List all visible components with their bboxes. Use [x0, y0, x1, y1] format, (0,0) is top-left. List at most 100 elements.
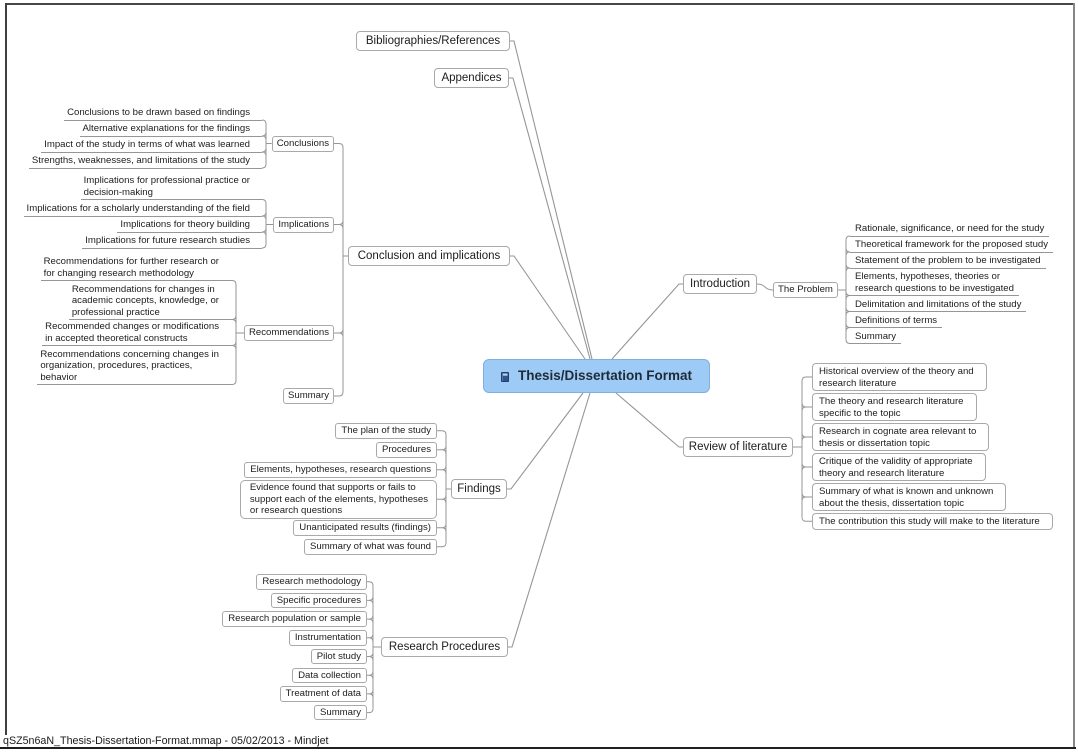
topic-research-procedures: Research Procedures [381, 637, 508, 657]
findings-item: Evidence found that supports or fails to… [239, 480, 437, 519]
conclusions-child-connector [261, 119, 267, 125]
branch-line-app [509, 77, 591, 360]
recommendations-item: Recommendations for further research or … [40, 256, 232, 281]
concl-child-connector [334, 391, 344, 397]
problem-child-connector [845, 263, 851, 273]
proc-child-connector [367, 671, 374, 680]
proc-child-connector [367, 581, 374, 586]
central-topic: Thesis/Dissertation Format [483, 359, 710, 393]
page-frame-top [5, 3, 1075, 5]
findings-item: The plan of the study [335, 423, 437, 439]
page-frame-bottom [0, 747, 1076, 749]
concl-child-connector [334, 328, 344, 338]
problem-child-connector [845, 323, 851, 332]
implications-child-connector [261, 227, 267, 237]
subtopic-conclusions: Conclusions [271, 135, 334, 152]
problem-item: Definitions of terms [850, 315, 943, 328]
problem-child-connector [845, 291, 851, 300]
review-child-connector [801, 462, 812, 472]
findings-child-connector [437, 523, 447, 532]
topic-appendices: Appendices [434, 68, 509, 88]
review-item: Research in cognate area relevant to the… [812, 423, 990, 451]
findings-item: Summary of what was found [303, 539, 437, 555]
branch-line-bib [510, 40, 593, 360]
proc-child-connector [367, 615, 374, 624]
findings-child-connector [437, 465, 447, 474]
conclusions-item: Impact of the study in terms of what was… [41, 139, 262, 153]
concl-child-connector [334, 143, 344, 148]
findings-item: Unanticipated results (findings) [293, 520, 437, 536]
findings-item: Procedures [375, 442, 437, 458]
subtopic-implications: Implications [273, 216, 334, 233]
branch-line-intro [611, 283, 683, 360]
problem-child-connector [845, 339, 851, 344]
findings-child-connector [437, 430, 447, 435]
findings-item: Elements, hypotheses, research questions [244, 462, 437, 478]
concl-child-connector [334, 220, 344, 229]
topic-review-of-literature: Review of literature [683, 437, 793, 457]
procedures-item: Instrumentation [288, 630, 367, 646]
conclusions-item: Conclusions to be drawn based on finding… [64, 107, 262, 121]
implications-child-connector [261, 199, 267, 204]
review-item: Historical overview of the theory and re… [812, 363, 987, 391]
conclusions-item: Alternative explanations for the finding… [79, 123, 262, 137]
findings-child-connector [437, 445, 447, 454]
branch-line-the-problem [756, 283, 774, 291]
subtopic-the-problem: The Problem [773, 282, 838, 298]
review-item: The theory and research literature speci… [812, 393, 977, 421]
implications-item: Implications for theory building [117, 219, 262, 233]
review-child-connector [801, 432, 812, 442]
recommendations-item: Recommendations concerning changes in or… [37, 349, 232, 385]
topic-conclusion-and-implications: Conclusion and implications [348, 246, 510, 266]
procedures-item: Research methodology [256, 574, 367, 590]
review-item: Summary of what is known and unknown abo… [812, 483, 1007, 511]
branch-line-concl [510, 255, 586, 360]
problem-item: Rationale, significance, or need for the… [850, 223, 1050, 237]
recommendations-item: Recommendations for changes in academic … [68, 284, 232, 320]
book-icon [500, 371, 509, 382]
review-item: Critique of the validity of appropriate … [812, 453, 986, 481]
review-child-connector [801, 402, 812, 412]
review-child-connector [801, 376, 812, 382]
problem-item: Elements, hypotheses, theories or resear… [850, 271, 1019, 296]
review-child-connector [801, 517, 812, 522]
page-frame-right [1073, 3, 1075, 749]
procedures-item: Summary [313, 704, 367, 721]
problem-child-connector [845, 247, 851, 257]
recommendations-child-connector [231, 341, 237, 350]
implications-item: Implications for future research studies [82, 235, 262, 249]
review-child-connector [801, 492, 812, 502]
problem-item: Summary [850, 331, 902, 344]
subtopic-summary: Summary [282, 388, 334, 404]
recommendations-child-connector [231, 380, 237, 385]
implications-child-connector [261, 243, 267, 249]
procedures-item: Pilot study [310, 648, 367, 665]
review-item: The contribution this study will make to… [812, 513, 1053, 530]
implications-item: Implications for professional practice o… [80, 175, 262, 200]
implications-item: Implications for a scholarly understandi… [23, 203, 262, 217]
conclusions-child-connector [261, 131, 267, 141]
topic-introduction: Introduction [683, 274, 757, 294]
branch-line-review [615, 392, 683, 448]
central-topic-label: Thesis/Dissertation Format [517, 368, 693, 383]
page-frame-left [5, 3, 7, 735]
problem-child-connector [845, 307, 851, 316]
procedures-item: Treatment of data [279, 686, 367, 702]
topic-findings: Findings [451, 479, 507, 499]
proc-child-connector [367, 596, 374, 605]
conclusions-child-connector [261, 147, 267, 157]
topic-bibliographies-references: Bibliographies/References [356, 31, 510, 51]
proc-child-connector [367, 633, 374, 642]
conclusions-item: Strengths, weaknesses, and limitations o… [28, 155, 262, 169]
conclusions-child-connector [261, 163, 267, 169]
findings-child-connector [437, 542, 447, 548]
implications-child-connector [261, 211, 267, 221]
problem-item: Theoretical framework for the proposed s… [850, 239, 1054, 253]
subtopic-recommendations: Recommendations [244, 325, 334, 341]
procedures-item: Data collection [292, 667, 367, 683]
proc-child-connector [367, 708, 374, 714]
proc-child-connector [367, 689, 374, 698]
recommendations-child-connector [231, 315, 237, 324]
